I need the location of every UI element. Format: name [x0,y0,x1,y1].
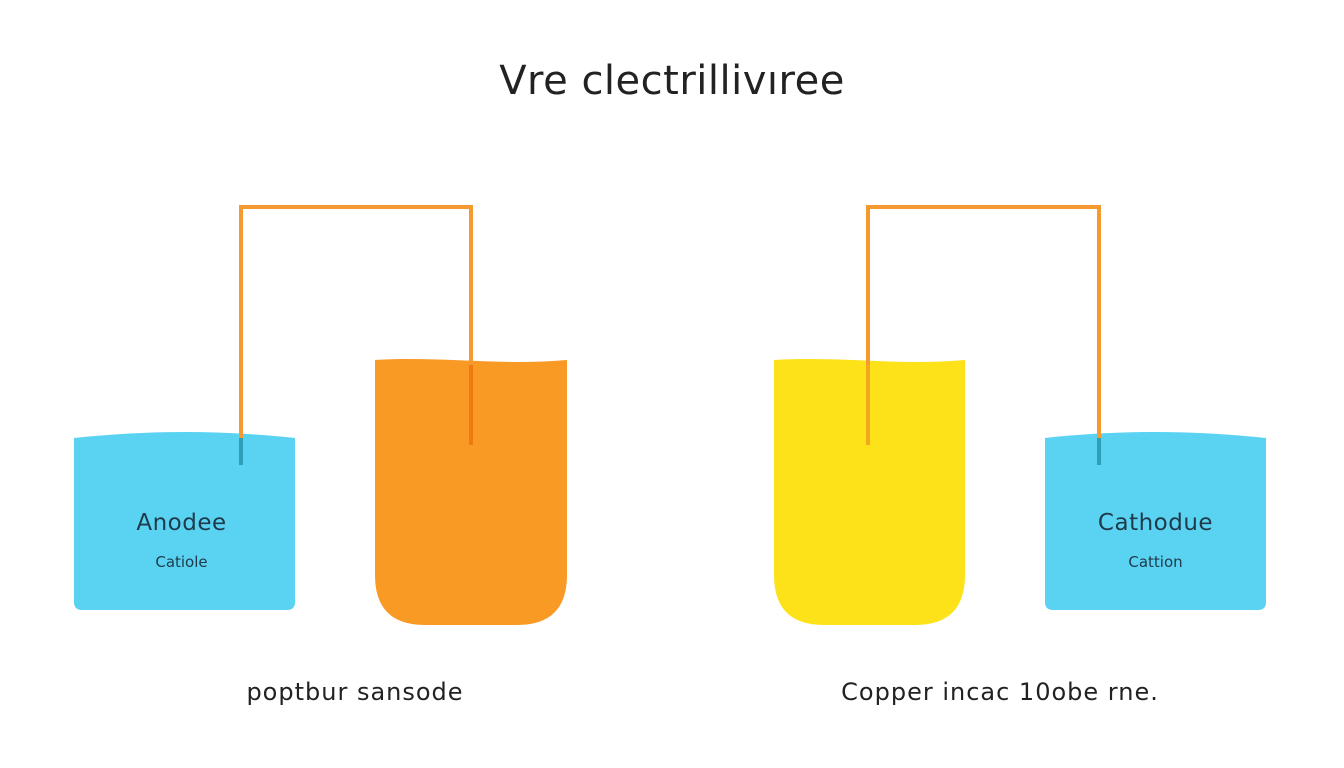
cathode-label: Cathodue [1097,510,1214,536]
diagram-title: Vre clectrillivıree [499,58,845,104]
anode-label: Anodee [136,510,227,536]
right-small-beaker [1045,432,1266,610]
right-caption: Copper incac 10obe rne. [841,678,1159,706]
left-caption: poptbur sansode [246,678,464,706]
left-small-beaker [74,432,295,610]
cathode-sublabel: Cattion [1128,553,1183,571]
left-tall-beaker [375,359,567,625]
right-tall-beaker [774,359,965,625]
right-wire [866,205,1101,465]
left-wire [239,205,473,465]
anode-sublabel: Catiole [155,553,208,571]
